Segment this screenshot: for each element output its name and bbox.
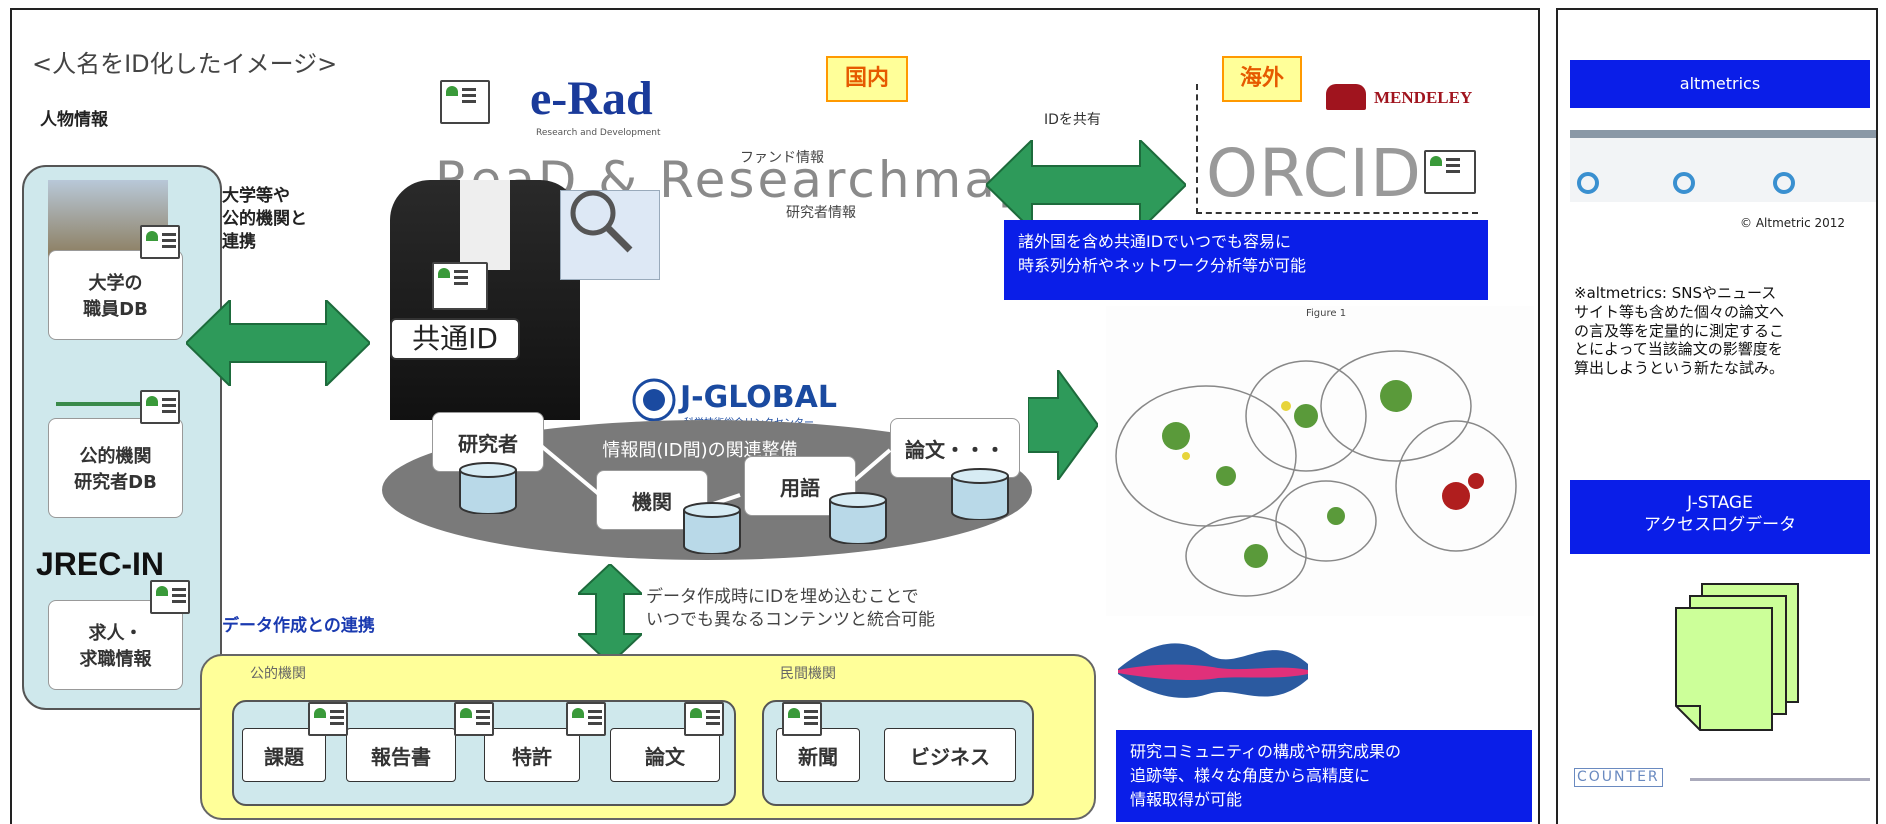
data-link-note: データ作成時にIDを埋め込むことで いつでも異なるコンテンツと統合可能 [646, 587, 935, 630]
magnifier-icon [570, 190, 633, 253]
id-card-icon [140, 390, 180, 424]
database-icon [829, 492, 887, 544]
item-report: 報告書 [346, 728, 456, 782]
item-paper: 論文 [610, 728, 720, 782]
counter-logo: COUNTER [1574, 768, 1663, 787]
network-graph [1115, 350, 1517, 597]
link-label: 大学等や 公的機関と 連携 [222, 186, 307, 252]
orcid-logo: ORCID [1206, 135, 1422, 212]
jobs-box: 求人・ 求職情報 [48, 600, 183, 690]
item-patent: 特許 [484, 728, 580, 782]
database-icon [683, 502, 741, 554]
jrecin-logo: JREC-IN [36, 546, 165, 582]
vertical-double-arrow [578, 564, 642, 664]
id-card-icon [566, 702, 606, 736]
mendeley-icon [1326, 84, 1366, 110]
node-paper: 論文・・・ [890, 418, 1020, 478]
database-icon [459, 462, 517, 514]
diagram-title: <人名をID化したイメージ> [32, 50, 338, 78]
altmetrics-badges [1577, 172, 1795, 194]
id-card-icon [150, 580, 190, 614]
left-double-arrow [186, 300, 370, 386]
stream-graph [1118, 643, 1308, 698]
id-card-icon [454, 702, 494, 736]
id-card-icon [684, 702, 724, 736]
public-db-box: 公的機関 研究者DB [48, 418, 183, 518]
id-card-icon [440, 80, 490, 124]
public-building-icon [56, 378, 146, 406]
private-org-label: 民間機関 [780, 666, 836, 682]
id-card-icon [140, 225, 180, 259]
database-icon [951, 468, 1009, 520]
shirt-detail [460, 180, 510, 270]
erad-logo: e-Rad [530, 72, 653, 125]
altmetric-copyright: © Altmetric 2012 [1740, 216, 1846, 230]
network-figure: Figure 1 [1106, 306, 1534, 616]
overseas-dashed-box [1196, 84, 1478, 214]
item-newspaper: 新聞 [776, 728, 860, 782]
left-heading: 人物情報 [40, 110, 108, 130]
erad-subtitle: Research and Development [536, 128, 661, 138]
fund-info: ファンド情報 [740, 150, 824, 166]
data-link-heading: データ作成との連携 [222, 616, 375, 636]
counter-tagline [1690, 778, 1870, 781]
altmetrics-header: altmetrics [1570, 60, 1870, 108]
node-org: 機関 [596, 470, 708, 530]
analysis-note: 研究コミュニティの構成や研究成果の 追跡等、様々な角度から高精度に 情報取得が可… [1116, 730, 1532, 822]
id-card-icon [308, 702, 348, 736]
univ-db-box: 大学の 職員DB [48, 250, 183, 340]
common-id-label: 共通ID [390, 318, 520, 360]
overseas-label: 海外 [1222, 56, 1302, 102]
altmetrics-note: ※altmetrics: SNSやニュース サイト等も含めた個々の論文へ の言及… [1574, 284, 1785, 377]
domestic-label: 国内 [826, 56, 908, 102]
public-org-label: 公的機関 [250, 666, 306, 682]
jglobal-logo: J-GLOBAL [680, 380, 837, 415]
item-project: 課題 [242, 728, 326, 782]
id-card-icon [432, 262, 488, 310]
overseas-note: 諸外国を含め共通IDでいつでも容易に 時系列分析やネットワーク分析等が可能 [1004, 220, 1488, 300]
id-card-icon [1424, 150, 1476, 194]
altmetrics-screenshot [1570, 130, 1876, 202]
documents-icon [1675, 583, 1799, 731]
relation-label: 情報間(ID間)の関連整備 [602, 440, 798, 461]
item-business: ビジネス [884, 728, 1016, 782]
researcher-info: 研究者情報 [786, 205, 856, 221]
right-arrow [1028, 370, 1098, 480]
share-label: IDを共有 [1044, 112, 1101, 128]
figure-label: Figure 1 [1306, 308, 1347, 319]
jstage-header: J-STAGE アクセスログデータ [1570, 480, 1870, 554]
mendeley-logo: MENDELEY [1374, 88, 1473, 107]
share-double-arrow [986, 140, 1186, 230]
id-card-icon [782, 702, 822, 736]
